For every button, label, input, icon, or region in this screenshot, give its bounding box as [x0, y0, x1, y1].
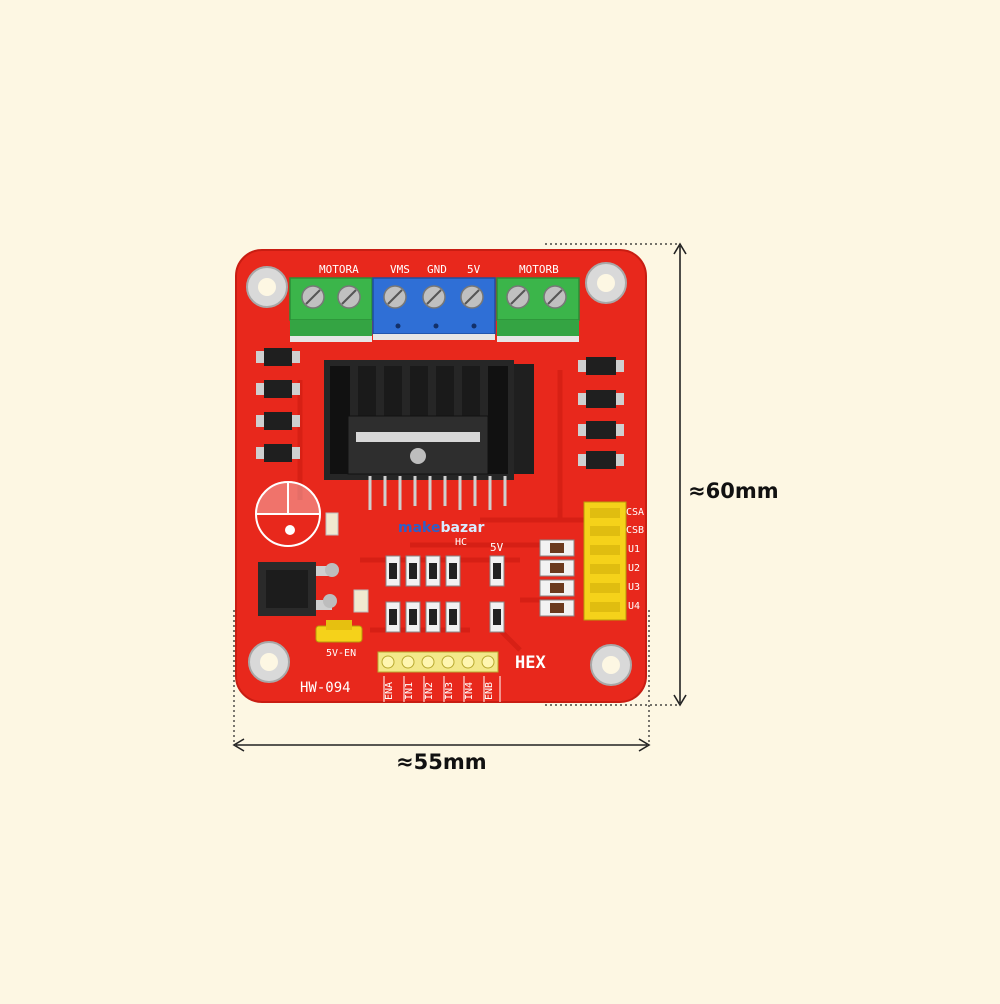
header-label-u1: U1	[628, 544, 640, 555]
label-5v-en: 5V-EN	[326, 648, 356, 659]
header-label-u2: U2	[628, 563, 640, 574]
motor-a-terminal	[289, 277, 373, 342]
left-diodes	[256, 348, 300, 462]
watermark: makebazar	[398, 520, 485, 536]
header-label-u4: U4	[628, 601, 640, 612]
driver-ic-pins	[368, 476, 507, 510]
right-diodes	[578, 357, 624, 469]
board-brand-label: HEX	[515, 653, 546, 673]
voltage-regulator	[258, 562, 339, 616]
terminal-label-5v: 5V	[467, 263, 481, 276]
header-label-csb: CSB	[626, 525, 644, 536]
5v-en-jumper	[315, 620, 363, 643]
header-label-in3: IN3	[444, 682, 455, 700]
height-dimension-label: ≈60mm	[688, 479, 779, 503]
terminal-label-vms: VMS	[390, 263, 410, 276]
header-label-ena: ENA	[384, 682, 395, 700]
width-dimension-label: ≈55mm	[396, 750, 487, 774]
header-label-in1: IN1	[404, 682, 415, 700]
label-hc: HC	[455, 537, 467, 548]
silkscreen-logo	[255, 481, 321, 547]
power-terminal	[372, 277, 496, 340]
smd-resistors	[385, 539, 575, 633]
terminal-label-gnd: GND	[427, 263, 447, 276]
heatsink	[324, 360, 534, 480]
terminal-label-motora: MOTORA	[319, 263, 359, 276]
board-model-label: HW-094	[300, 680, 351, 696]
header-label-u3: U3	[628, 582, 640, 593]
motor-b-terminal	[496, 277, 580, 342]
header-label-csa: CSA	[626, 507, 644, 518]
small-capacitor	[325, 512, 339, 536]
small-capacitor-2	[353, 589, 369, 613]
header-label-enb: ENB	[484, 682, 495, 700]
bottom-pin-header	[377, 651, 499, 673]
right-pin-header	[583, 501, 627, 621]
label-5v-mid: 5V	[490, 541, 504, 554]
header-label-in2: IN2	[424, 682, 435, 700]
terminal-label-motorb: MOTORB	[519, 263, 559, 276]
dimension-width-line	[232, 610, 651, 752]
mounting-holes	[246, 262, 632, 686]
header-label-in4: IN4	[464, 682, 475, 700]
dimension-height-line	[545, 242, 687, 707]
